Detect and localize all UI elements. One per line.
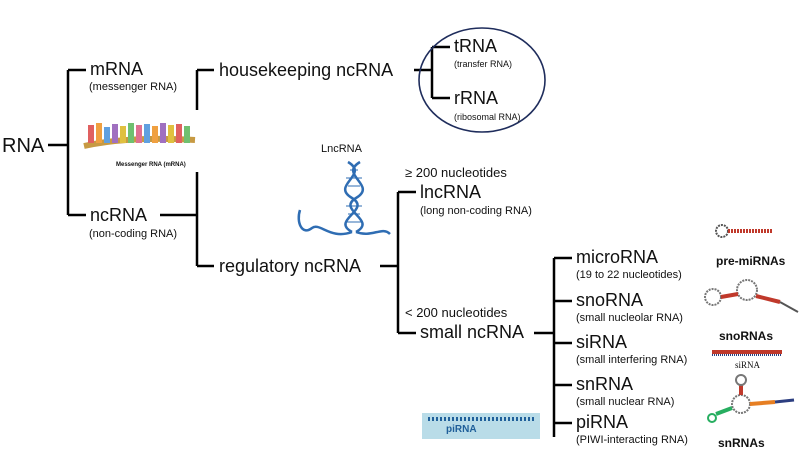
lnc-image-label: LncRNA [321, 143, 362, 155]
snrnas-caption: snRNAs [718, 436, 765, 450]
sirna-image [712, 350, 782, 356]
regulatory-label: regulatory ncRNA [219, 256, 362, 276]
highlight-circle [418, 27, 546, 133]
root-label: RNA [2, 135, 45, 157]
mrna-label: mRNA [90, 59, 143, 79]
mirna-desc: (19 to 22 nucleotides) [576, 269, 682, 281]
short-threshold: < 200 nucleotides [405, 305, 508, 320]
snrna-desc: (small nuclear RNA) [576, 396, 675, 408]
trna-label: tRNA [454, 36, 498, 56]
ncrna-label: ncRNA [90, 205, 148, 225]
rrna-label: rRNA [454, 88, 498, 108]
lncrna-desc: (long non-coding RNA) [420, 205, 532, 217]
snrna-label: snRNA [576, 374, 634, 394]
ncrna-desc: (non-coding RNA) [89, 228, 178, 240]
pirna-image-caption: piRNA [446, 424, 477, 435]
mrna-desc: (messenger RNA) [89, 81, 178, 93]
pirna-desc: (PIWI-interacting RNA) [576, 434, 688, 446]
pirna-label: piRNA [576, 412, 629, 432]
mrna-image-caption: Messenger RNA (mRNA) [116, 162, 186, 168]
snornas-caption: snoRNAs [719, 329, 774, 343]
housekeeping-label: housekeeping ncRNA [219, 60, 394, 80]
snrna-image [707, 374, 795, 423]
long-threshold: ≥ 200 nucleotides [405, 165, 507, 180]
lncrna-label: lncRNA [420, 182, 482, 202]
sirna-label: siRNA [576, 332, 628, 352]
pre-mirnas-caption: pre-miRNAs [716, 254, 786, 268]
mrna-image [83, 123, 196, 149]
mirna-label: microRNA [576, 247, 659, 267]
snorna-image [704, 279, 799, 313]
trna-desc: (transfer RNA) [454, 59, 513, 69]
lncrna-image [297, 160, 391, 236]
snorna-desc: (small nucleolar RNA) [576, 312, 683, 324]
pirna-image [422, 413, 540, 439]
snorna-label: snoRNA [576, 290, 644, 310]
sirna-desc: (small interfering RNA) [576, 354, 688, 366]
sirna-caption: siRNA [735, 360, 761, 370]
rrna-desc: (ribosomal RNA) [454, 112, 521, 122]
small-label: small ncRNA [420, 322, 525, 342]
pre-mirna-image [715, 224, 772, 238]
